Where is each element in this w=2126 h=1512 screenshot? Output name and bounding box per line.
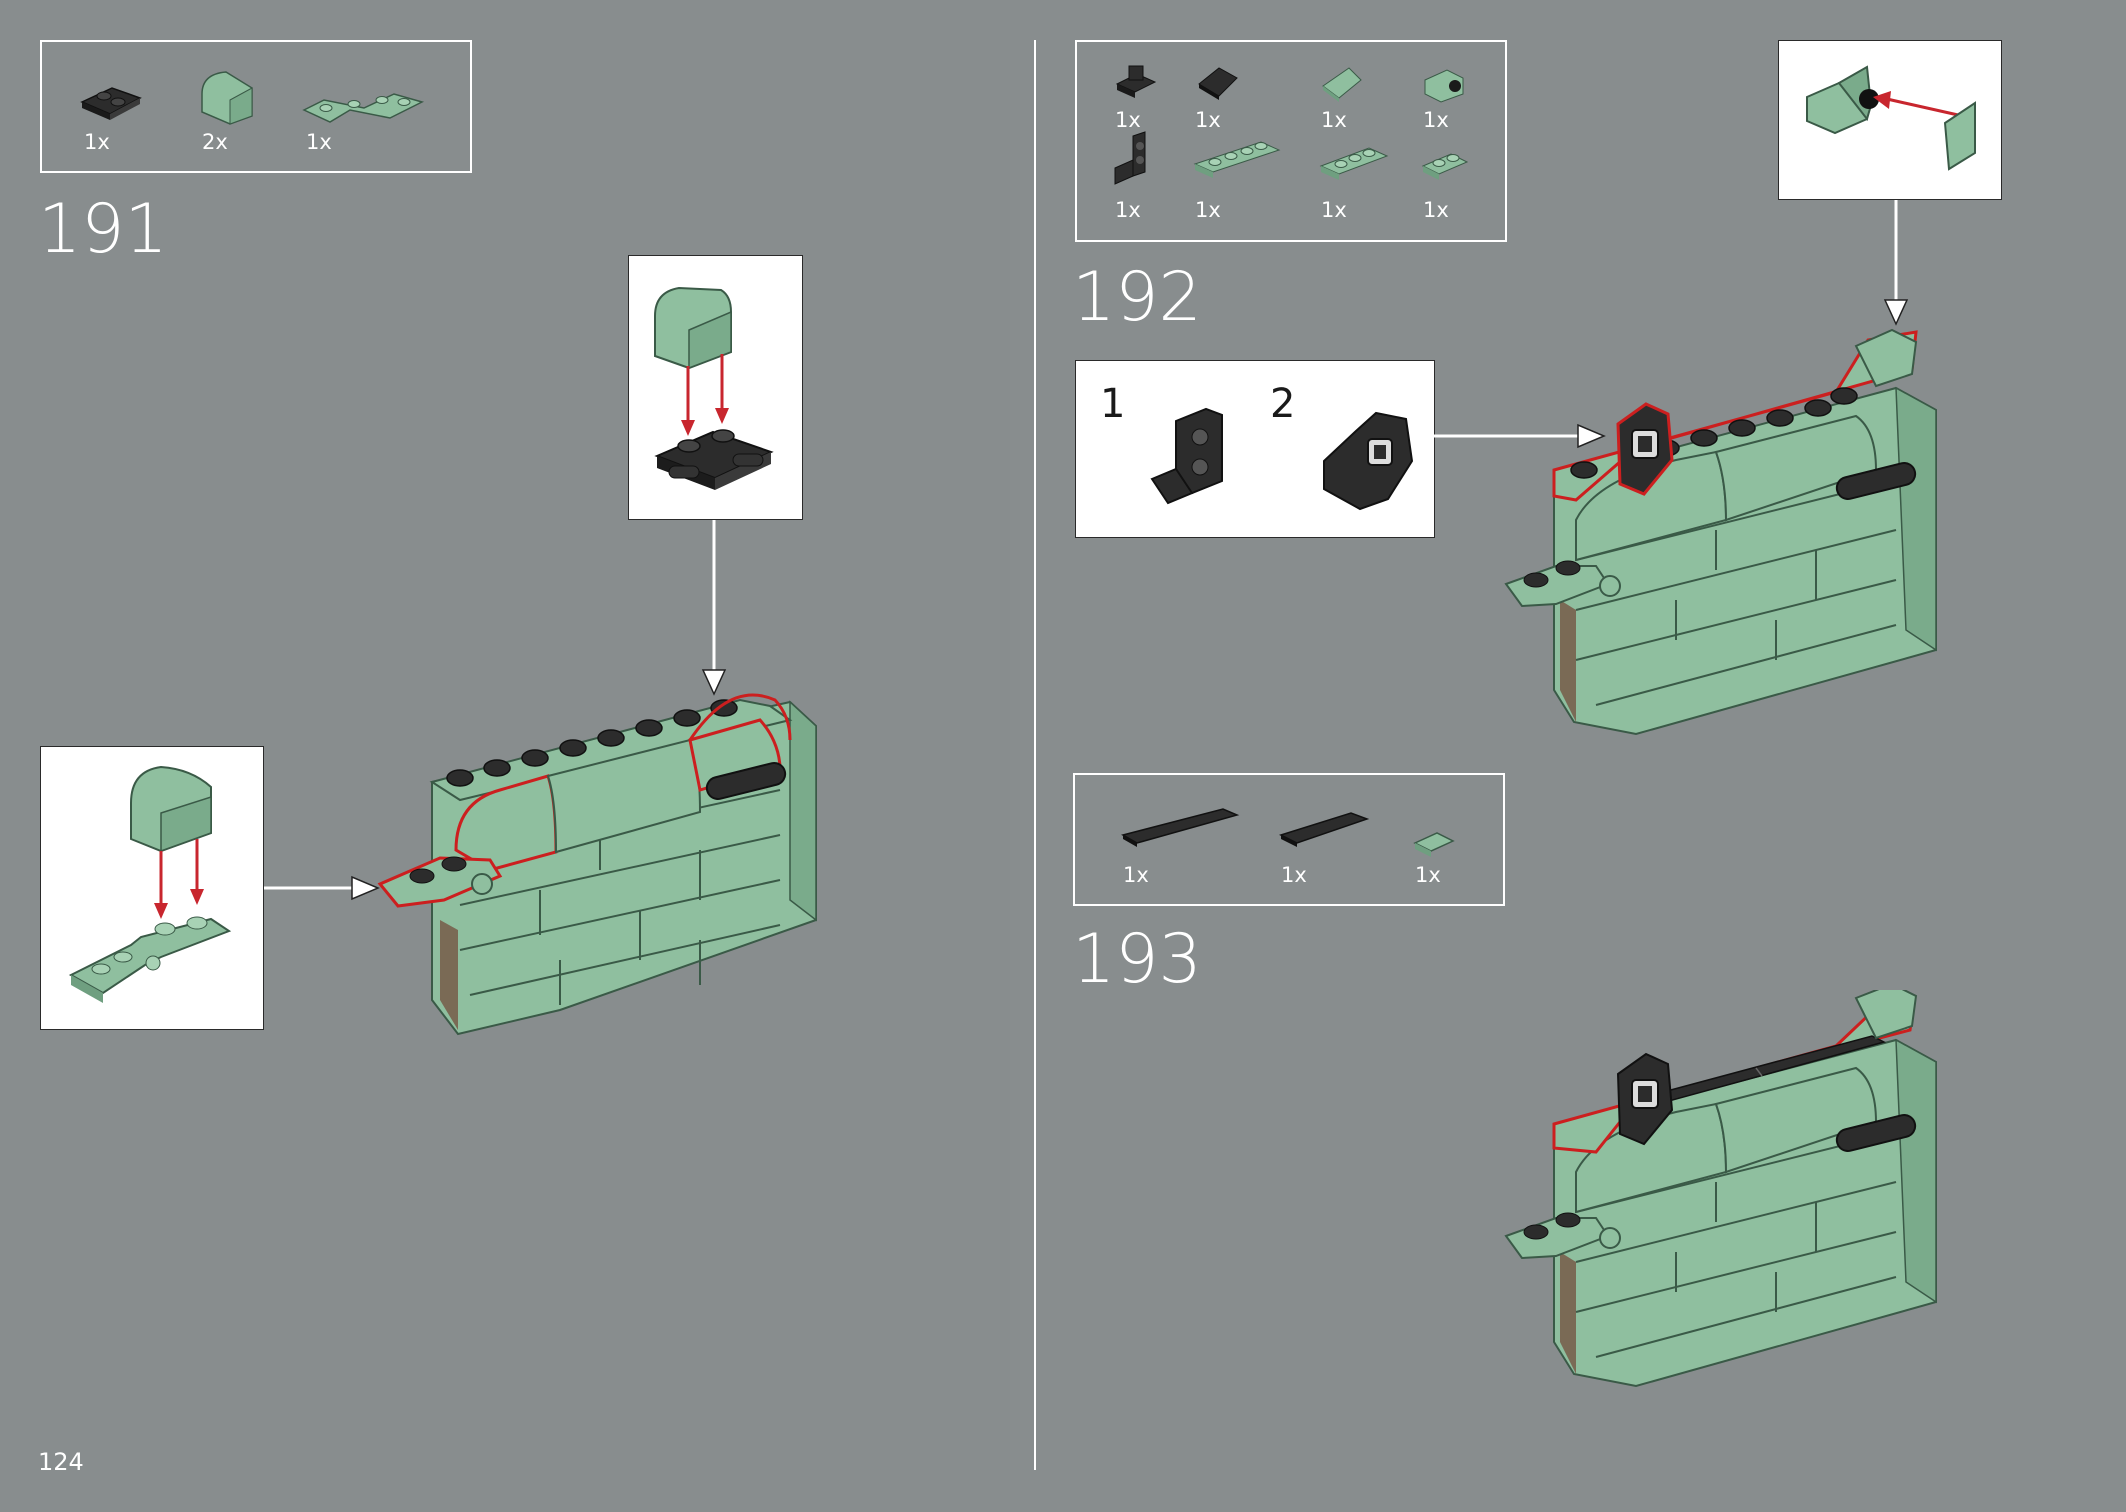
black-plate-with-clips-icon — [80, 87, 142, 120]
step-192-callout-top — [1778, 40, 2002, 200]
step-191-callout-top — [628, 255, 803, 520]
arrow-head — [701, 669, 727, 696]
sand-green-tile-1x1-icon — [1413, 832, 1455, 857]
subassembly-label: 1 — [1100, 381, 1126, 427]
sand-green-brick-with-hole-icon — [1424, 69, 1464, 103]
sand-green-hinge-plate-icon — [302, 93, 425, 123]
black-tile-1x4-icon — [1279, 812, 1370, 847]
callout-illustration — [1806, 65, 1976, 171]
callout-illustration — [654, 286, 774, 490]
subassembly-label: 2 — [1270, 381, 1296, 427]
callout-illustration — [68, 765, 232, 1003]
page-number: 124 — [38, 1448, 84, 1476]
part-qty: 2x — [202, 130, 228, 154]
part-qty: 1x — [1321, 108, 1347, 132]
step-192-parts-list: 1x 1x 1x 1x 1x 1x 1x 1x — [1075, 40, 1507, 242]
part-qty: 1x — [1281, 863, 1307, 887]
step-193-parts-icons — [1121, 808, 1455, 857]
step-193-model — [1504, 990, 1937, 1388]
step-192-subassembly-callout: 1 2 — [1075, 360, 1435, 538]
step-193-parts-list: 1x 1x 1x — [1073, 773, 1505, 906]
part-qty: 1x — [1115, 108, 1141, 132]
step-number-191: 191 — [38, 190, 168, 269]
step-191-model — [264, 520, 817, 1036]
part-qty: 1x — [1123, 863, 1149, 887]
sand-green-plate-1x2-icon — [1421, 153, 1469, 180]
part-qty: 1x — [1115, 198, 1141, 222]
step-191-parts-icons — [80, 71, 425, 125]
sand-green-plate-1x3-icon — [1319, 147, 1389, 180]
black-tile-1x6-icon — [1121, 808, 1240, 847]
sand-green-curved-slope-icon — [201, 71, 253, 125]
step-191-parts-list: 1x 2x 1x — [40, 40, 472, 173]
part-qty: 1x — [1423, 108, 1449, 132]
part-qty: 1x — [1195, 108, 1221, 132]
part-qty: 1x — [1423, 198, 1449, 222]
part-qty: 1x — [1415, 863, 1441, 887]
step-192-model — [1434, 200, 1937, 736]
arrow-head — [351, 875, 380, 901]
step-number-193: 193 — [1072, 920, 1202, 999]
black-slope-icon — [1198, 67, 1238, 100]
page-divider — [1034, 40, 1036, 1470]
sand-green-slope-icon — [1322, 67, 1362, 102]
step-192-parts-icons — [1114, 65, 1469, 185]
part-qty: 1x — [306, 130, 332, 154]
subassembly-illustration — [1150, 407, 1414, 511]
part-qty: 1x — [1195, 198, 1221, 222]
sand-green-plate-1x4-icon — [1193, 141, 1281, 178]
black-bracket-icon — [1114, 131, 1146, 185]
part-qty: 1x — [84, 130, 110, 154]
black-bracket-clip-icon — [1115, 65, 1157, 98]
part-qty: 1x — [1321, 198, 1347, 222]
step-number-192: 192 — [1072, 258, 1202, 337]
step-191-callout-left — [40, 746, 264, 1030]
